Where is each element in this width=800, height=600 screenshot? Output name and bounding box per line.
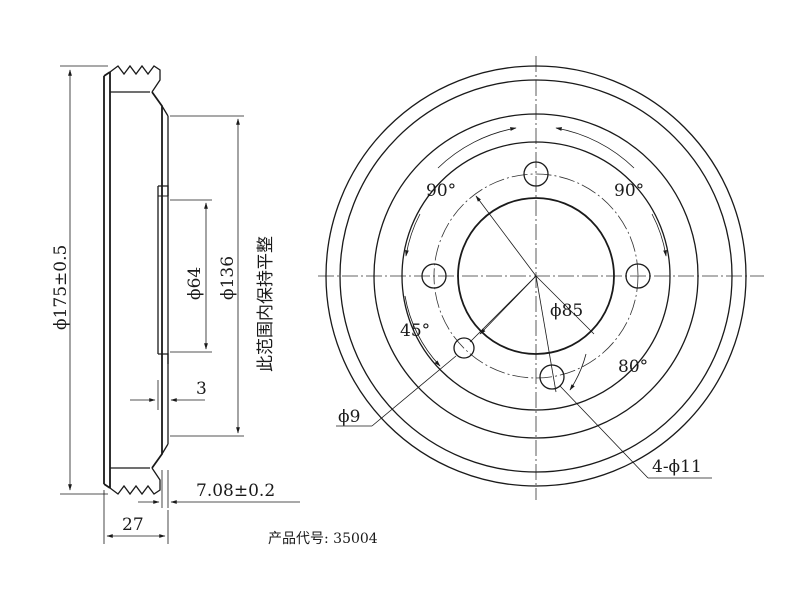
- label-angle-80: 80°: [618, 357, 648, 377]
- side-view: [60, 64, 300, 544]
- bolt-circle: [433, 173, 639, 379]
- drum-fins-top: [109, 64, 161, 93]
- stud-hole-left: [421, 263, 447, 289]
- drum-face-circle: [373, 113, 699, 439]
- label-dia-64: ϕ64: [185, 267, 205, 300]
- label-product-code: 产品代号: 35004: [268, 531, 378, 547]
- label-dim-708: 7.08±0.2: [196, 481, 275, 501]
- label-dim-3: 3: [196, 379, 207, 399]
- locating-hole: [453, 337, 475, 359]
- label-holes-4x11: 4-ϕ11: [652, 457, 702, 477]
- label-flat-note: 此范围内保持平整: [256, 236, 276, 372]
- outer-rim-circle: [325, 65, 747, 487]
- hub-bore: [157, 185, 169, 364]
- label-dim-27: 27: [122, 515, 144, 535]
- label-dia-85: ϕ85: [550, 301, 583, 321]
- flat-zone-circle: [401, 141, 671, 411]
- hub-bore-circle: [457, 197, 615, 355]
- stud-hole-top: [523, 161, 549, 187]
- mounting-face: [103, 195, 168, 355]
- label-dia-136: ϕ136: [218, 256, 238, 300]
- label-angle-90-left: 90°: [426, 181, 456, 201]
- label-dia-175: ϕ175±0.5: [51, 245, 71, 330]
- front-view: [318, 56, 764, 500]
- drum-fins-bottom: [109, 467, 161, 496]
- stud-hole-bottom: [539, 364, 565, 390]
- drum-outer-profile: [103, 71, 111, 489]
- stud-hole-right: [625, 263, 651, 289]
- drum-inner-wall: [110, 91, 150, 469]
- label-dia-9: ϕ9: [338, 407, 360, 427]
- label-angle-45: 45°: [400, 321, 430, 341]
- rim-inner-circle: [339, 79, 733, 473]
- drum-web-profile: [151, 91, 163, 469]
- label-angle-90-right: 90°: [614, 181, 644, 201]
